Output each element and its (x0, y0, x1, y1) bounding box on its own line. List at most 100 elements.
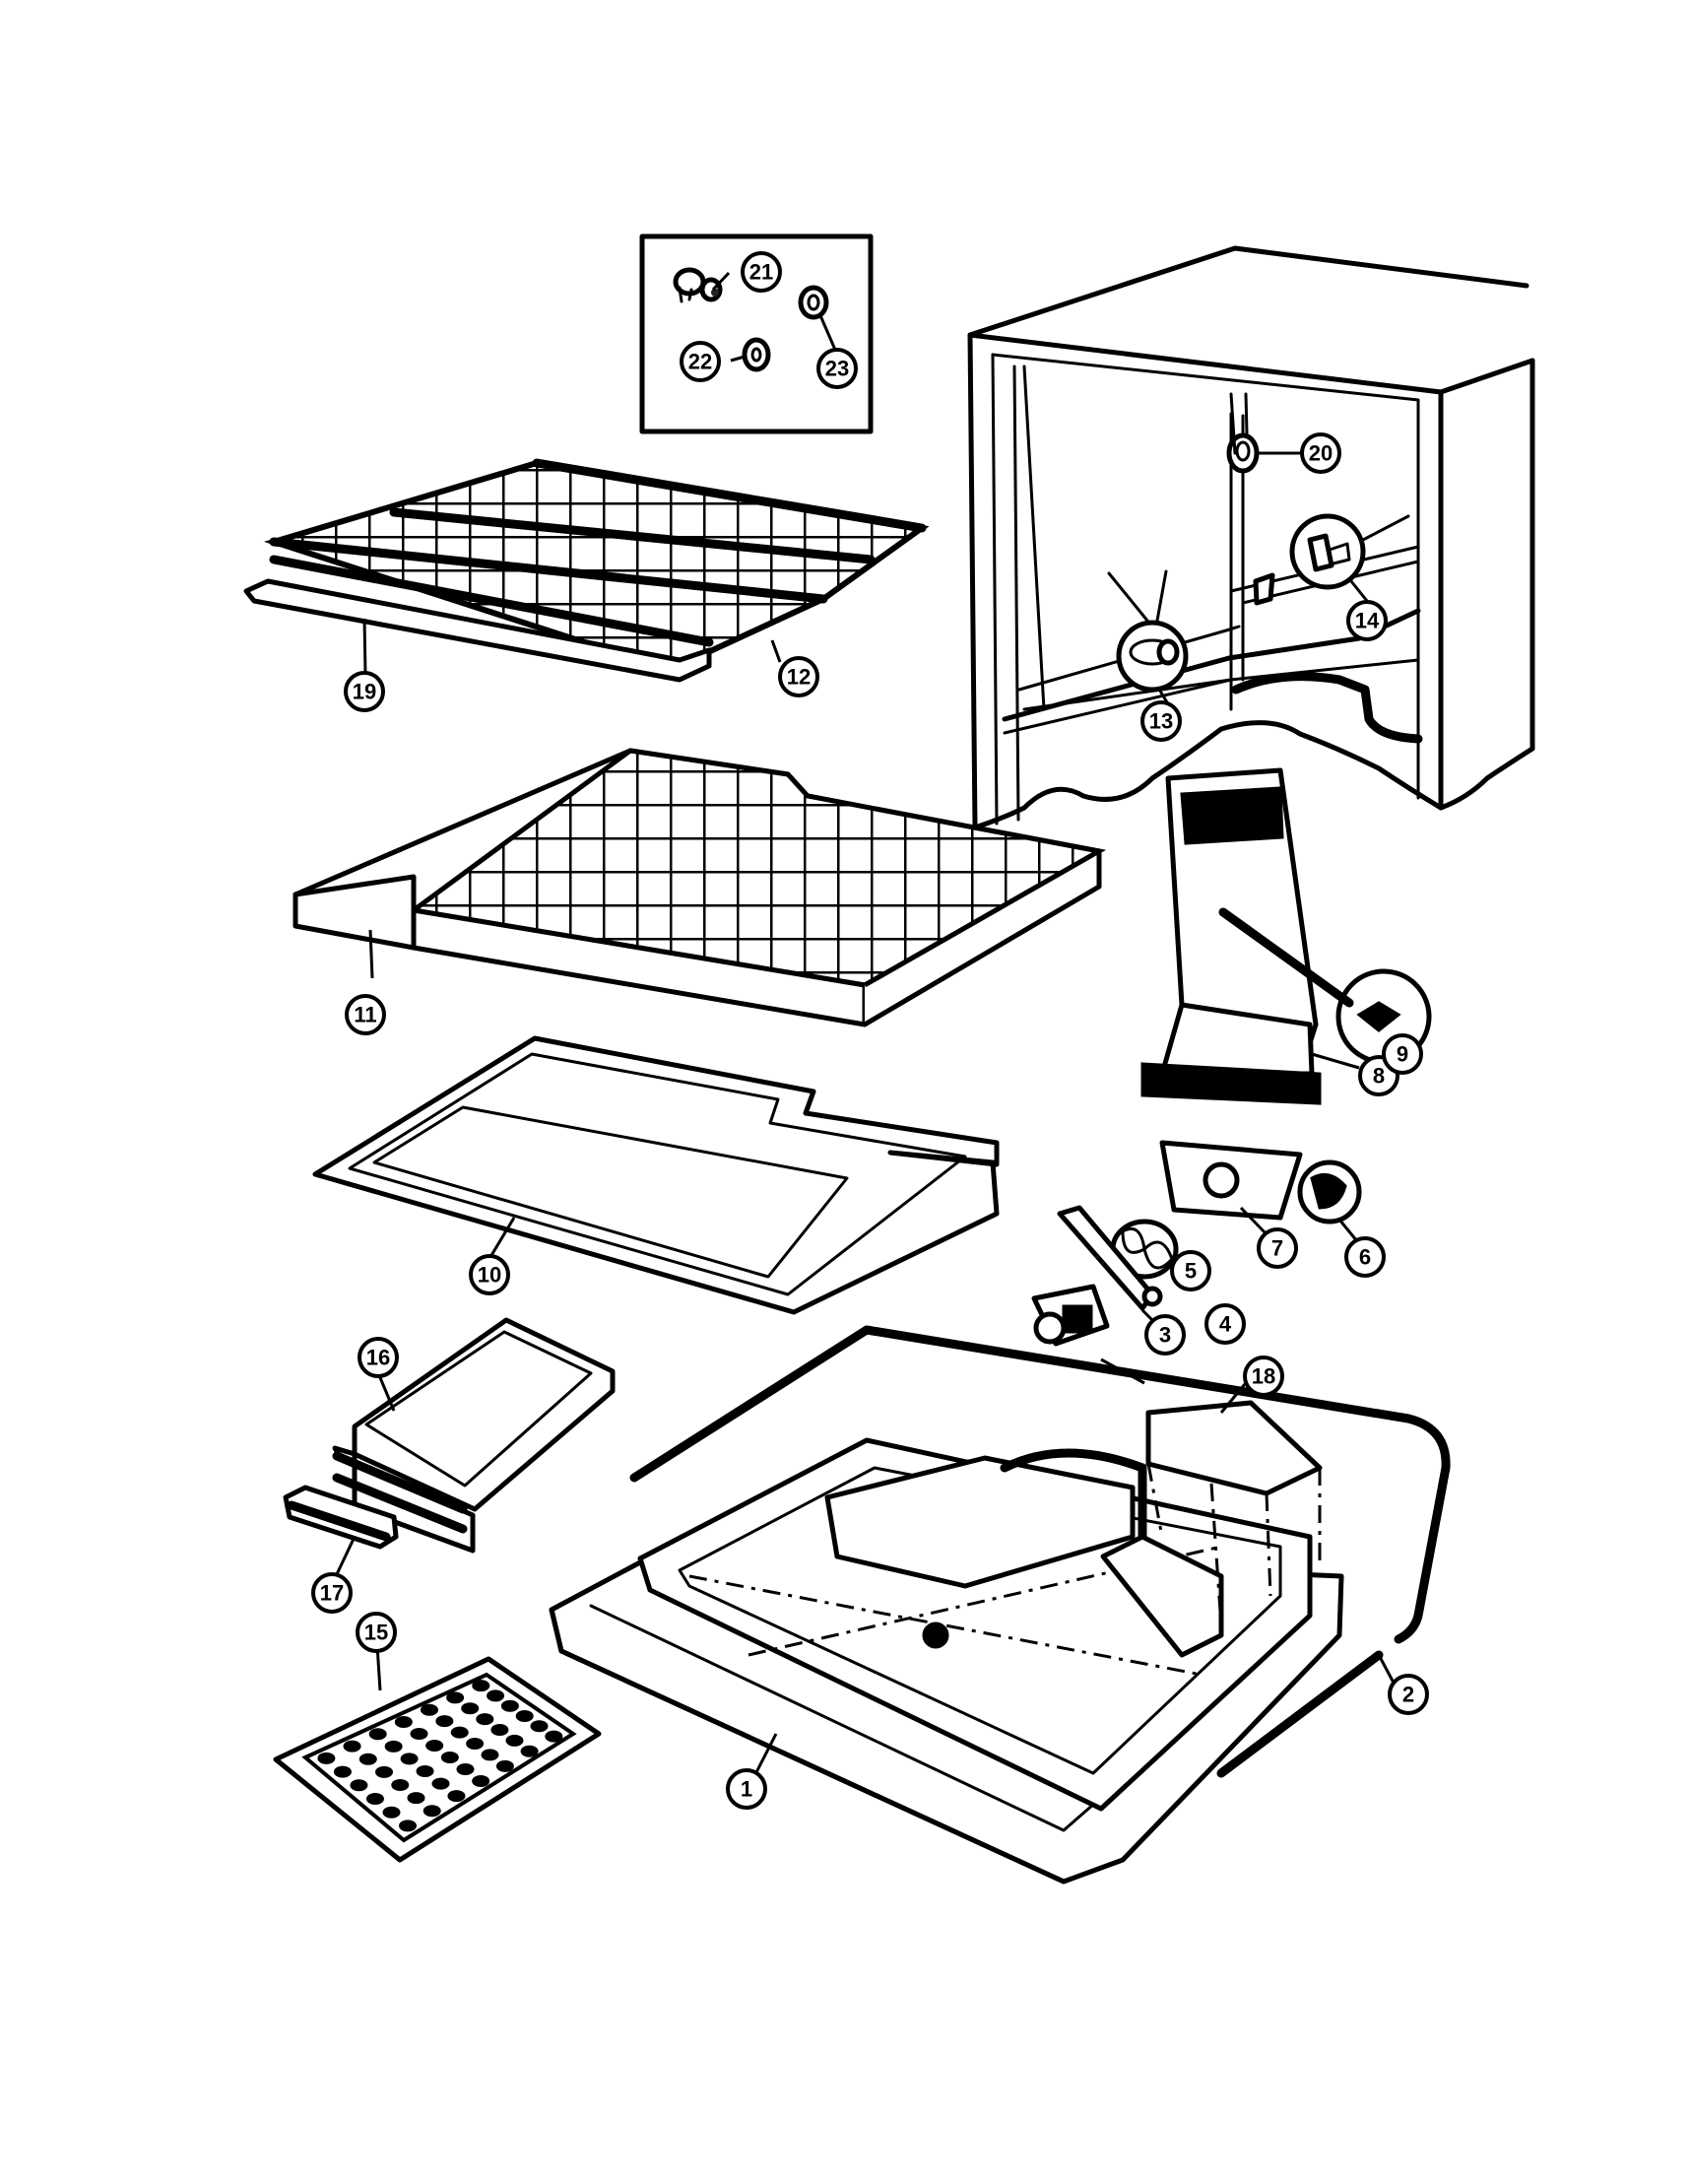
freezer-floor-1 (549, 1437, 1344, 1885)
svg-text:12: 12 (787, 665, 811, 690)
callout-1: 1 (726, 1768, 767, 1810)
ice-tray-cell (365, 1793, 384, 1805)
svg-text:16: 16 (366, 1346, 390, 1370)
ice-tray-cell (446, 1691, 465, 1704)
ice-tray-cell (350, 1779, 368, 1792)
svg-text:11: 11 (354, 1003, 376, 1027)
svg-text:13: 13 (1149, 709, 1173, 734)
ice-tray-cell (461, 1702, 480, 1715)
fan-motor-3 (1031, 1284, 1110, 1347)
ice-tray-cell (515, 1710, 534, 1722)
svg-text:21: 21 (749, 260, 773, 285)
ice-tray-cell (317, 1752, 336, 1764)
ice-tray-cell (476, 1713, 494, 1726)
callout-12: 12 (778, 656, 819, 697)
callout-14: 14 (1346, 600, 1388, 641)
svg-text:8: 8 (1373, 1064, 1385, 1089)
callout-23: 23 (816, 348, 858, 389)
ice-tray-cell (495, 1759, 514, 1772)
ice-tray-cell (545, 1730, 563, 1743)
part-14-magnified (1289, 513, 1410, 590)
freezer-shelf-11 (293, 748, 1107, 1027)
ice-tray-cell (431, 1777, 450, 1790)
ice-tray-cell (410, 1728, 428, 1740)
callout-17: 17 (311, 1572, 353, 1614)
svg-text:9: 9 (1397, 1042, 1408, 1067)
svg-text:5: 5 (1185, 1259, 1197, 1284)
ice-tray-cell (394, 1716, 413, 1728)
ice-tray-cell (425, 1740, 444, 1752)
ice-tray-cell (520, 1745, 539, 1757)
ice-tray-cell (440, 1752, 459, 1763)
gasket-2 (629, 1325, 1451, 1778)
callout-9: 9 (1382, 1033, 1423, 1075)
callout-15: 15 (356, 1612, 397, 1653)
ice-tray-cell (391, 1779, 410, 1791)
evaporator-cover-8 (1140, 767, 1322, 1105)
glass-panel-10 (312, 1035, 1000, 1315)
ice-tray-cell (368, 1728, 387, 1741)
callout-11: 11 (345, 994, 386, 1035)
ice-tray-15 (273, 1656, 602, 1863)
ice-tray-cell (456, 1763, 475, 1775)
svg-text:22: 22 (688, 350, 712, 374)
callout-5: 5 (1170, 1250, 1211, 1291)
ice-tray-cell (358, 1753, 377, 1765)
ice-tray-cell (382, 1806, 401, 1819)
ice-tray-cell (481, 1749, 499, 1761)
hardware-inset-box (639, 233, 874, 434)
ice-tray-cell (407, 1792, 425, 1805)
ice-tray-cell (472, 1775, 490, 1787)
ice-tray-cell (399, 1820, 418, 1832)
svg-text:6: 6 (1359, 1245, 1371, 1270)
svg-text:18: 18 (1252, 1364, 1275, 1389)
callout-16: 16 (358, 1337, 399, 1378)
svg-text:17: 17 (320, 1581, 344, 1606)
ice-tray-cell (447, 1790, 466, 1803)
crisper-pan-16 (332, 1317, 616, 1554)
part-21-clip (673, 267, 723, 303)
svg-text:19: 19 (353, 680, 376, 704)
svg-text:7: 7 (1271, 1236, 1283, 1261)
ice-tray-cell (375, 1765, 394, 1778)
callout-22: 22 (680, 341, 721, 382)
cabinet-interior (967, 245, 1535, 830)
ice-tray-cell (530, 1720, 549, 1733)
callout-21: 21 (741, 251, 782, 293)
shelf-trim-19 (243, 578, 712, 683)
svg-text:1: 1 (741, 1777, 752, 1802)
freezer-cover-18 (1145, 1400, 1323, 1626)
ice-tray-cell (384, 1740, 403, 1753)
svg-text:3: 3 (1159, 1323, 1171, 1348)
fan-bracket-7 (1159, 1140, 1303, 1221)
callout-19: 19 (344, 671, 385, 712)
ice-tray-cell (490, 1724, 509, 1736)
svg-text:10: 10 (478, 1263, 501, 1288)
callout-18: 18 (1243, 1356, 1284, 1397)
ice-tray-cell (343, 1740, 361, 1753)
leader-lines (335, 271, 1397, 1777)
ice-tray-cell (472, 1680, 490, 1692)
svg-text:15: 15 (364, 1621, 388, 1645)
svg-text:4: 4 (1219, 1312, 1232, 1337)
ice-tray-cell (400, 1753, 419, 1765)
part-13-magnified (1107, 569, 1189, 693)
ice-tray-cell (423, 1805, 441, 1818)
callout-20: 20 (1300, 432, 1341, 474)
wire-shelf-12 (263, 458, 930, 674)
callout-3: 3 (1144, 1314, 1186, 1356)
ice-tray-cell (435, 1715, 454, 1728)
part-23-bushing (798, 285, 829, 320)
motor-bracket-4 (1057, 1205, 1163, 1311)
grommet-6-magnified (1297, 1159, 1362, 1224)
callout-2: 2 (1388, 1674, 1429, 1715)
callout-13: 13 (1140, 700, 1182, 742)
svg-text:14: 14 (1355, 609, 1380, 633)
callout-4: 4 (1204, 1303, 1246, 1345)
svg-text:23: 23 (825, 357, 849, 381)
ice-tray-cell (466, 1738, 485, 1750)
ice-tray-cell (500, 1699, 519, 1712)
callout-7: 7 (1257, 1227, 1298, 1269)
ice-tray-cell (505, 1734, 524, 1747)
